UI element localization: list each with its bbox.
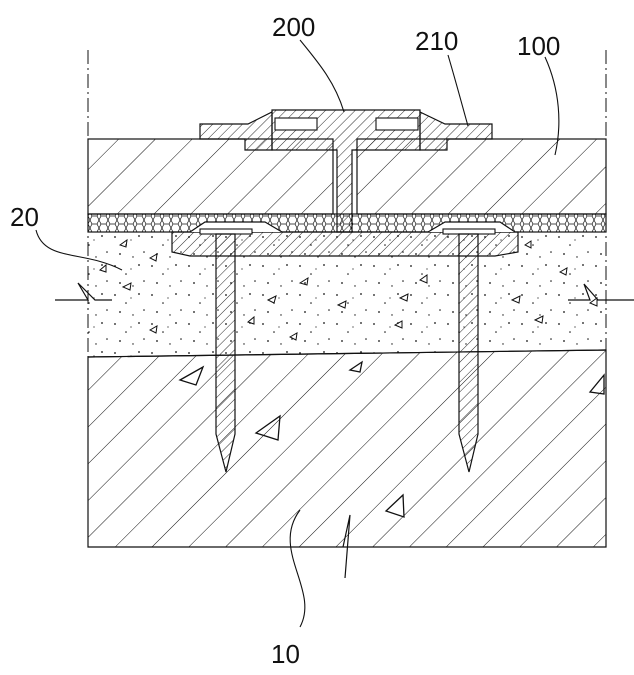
leader-lines <box>35 39 560 628</box>
section-boundary <box>87 50 607 548</box>
leader-panel <box>544 56 560 156</box>
label-cover-flange: 210 <box>415 26 458 56</box>
mortar-break-mark-right <box>568 283 634 301</box>
leader-substrate <box>289 509 306 628</box>
joint-cover <box>199 109 493 233</box>
cover-flange <box>199 111 493 151</box>
anchor-nail-right <box>442 228 496 473</box>
leader-mortar <box>35 229 123 271</box>
aggregate-marks <box>178 360 605 518</box>
label-mortar-layer: 20 <box>10 202 39 232</box>
leader-flange <box>447 54 469 127</box>
leader-cover <box>299 39 345 113</box>
anchor-nail-left <box>199 228 253 473</box>
substrate-section <box>87 349 607 579</box>
label-substrate: 10 <box>271 639 300 669</box>
mortar-break-mark-left <box>55 282 112 301</box>
label-panel: 100 <box>517 31 560 61</box>
finish-panel <box>87 138 607 215</box>
label-cover: 200 <box>272 12 315 42</box>
substrate-break-mark <box>342 514 351 579</box>
